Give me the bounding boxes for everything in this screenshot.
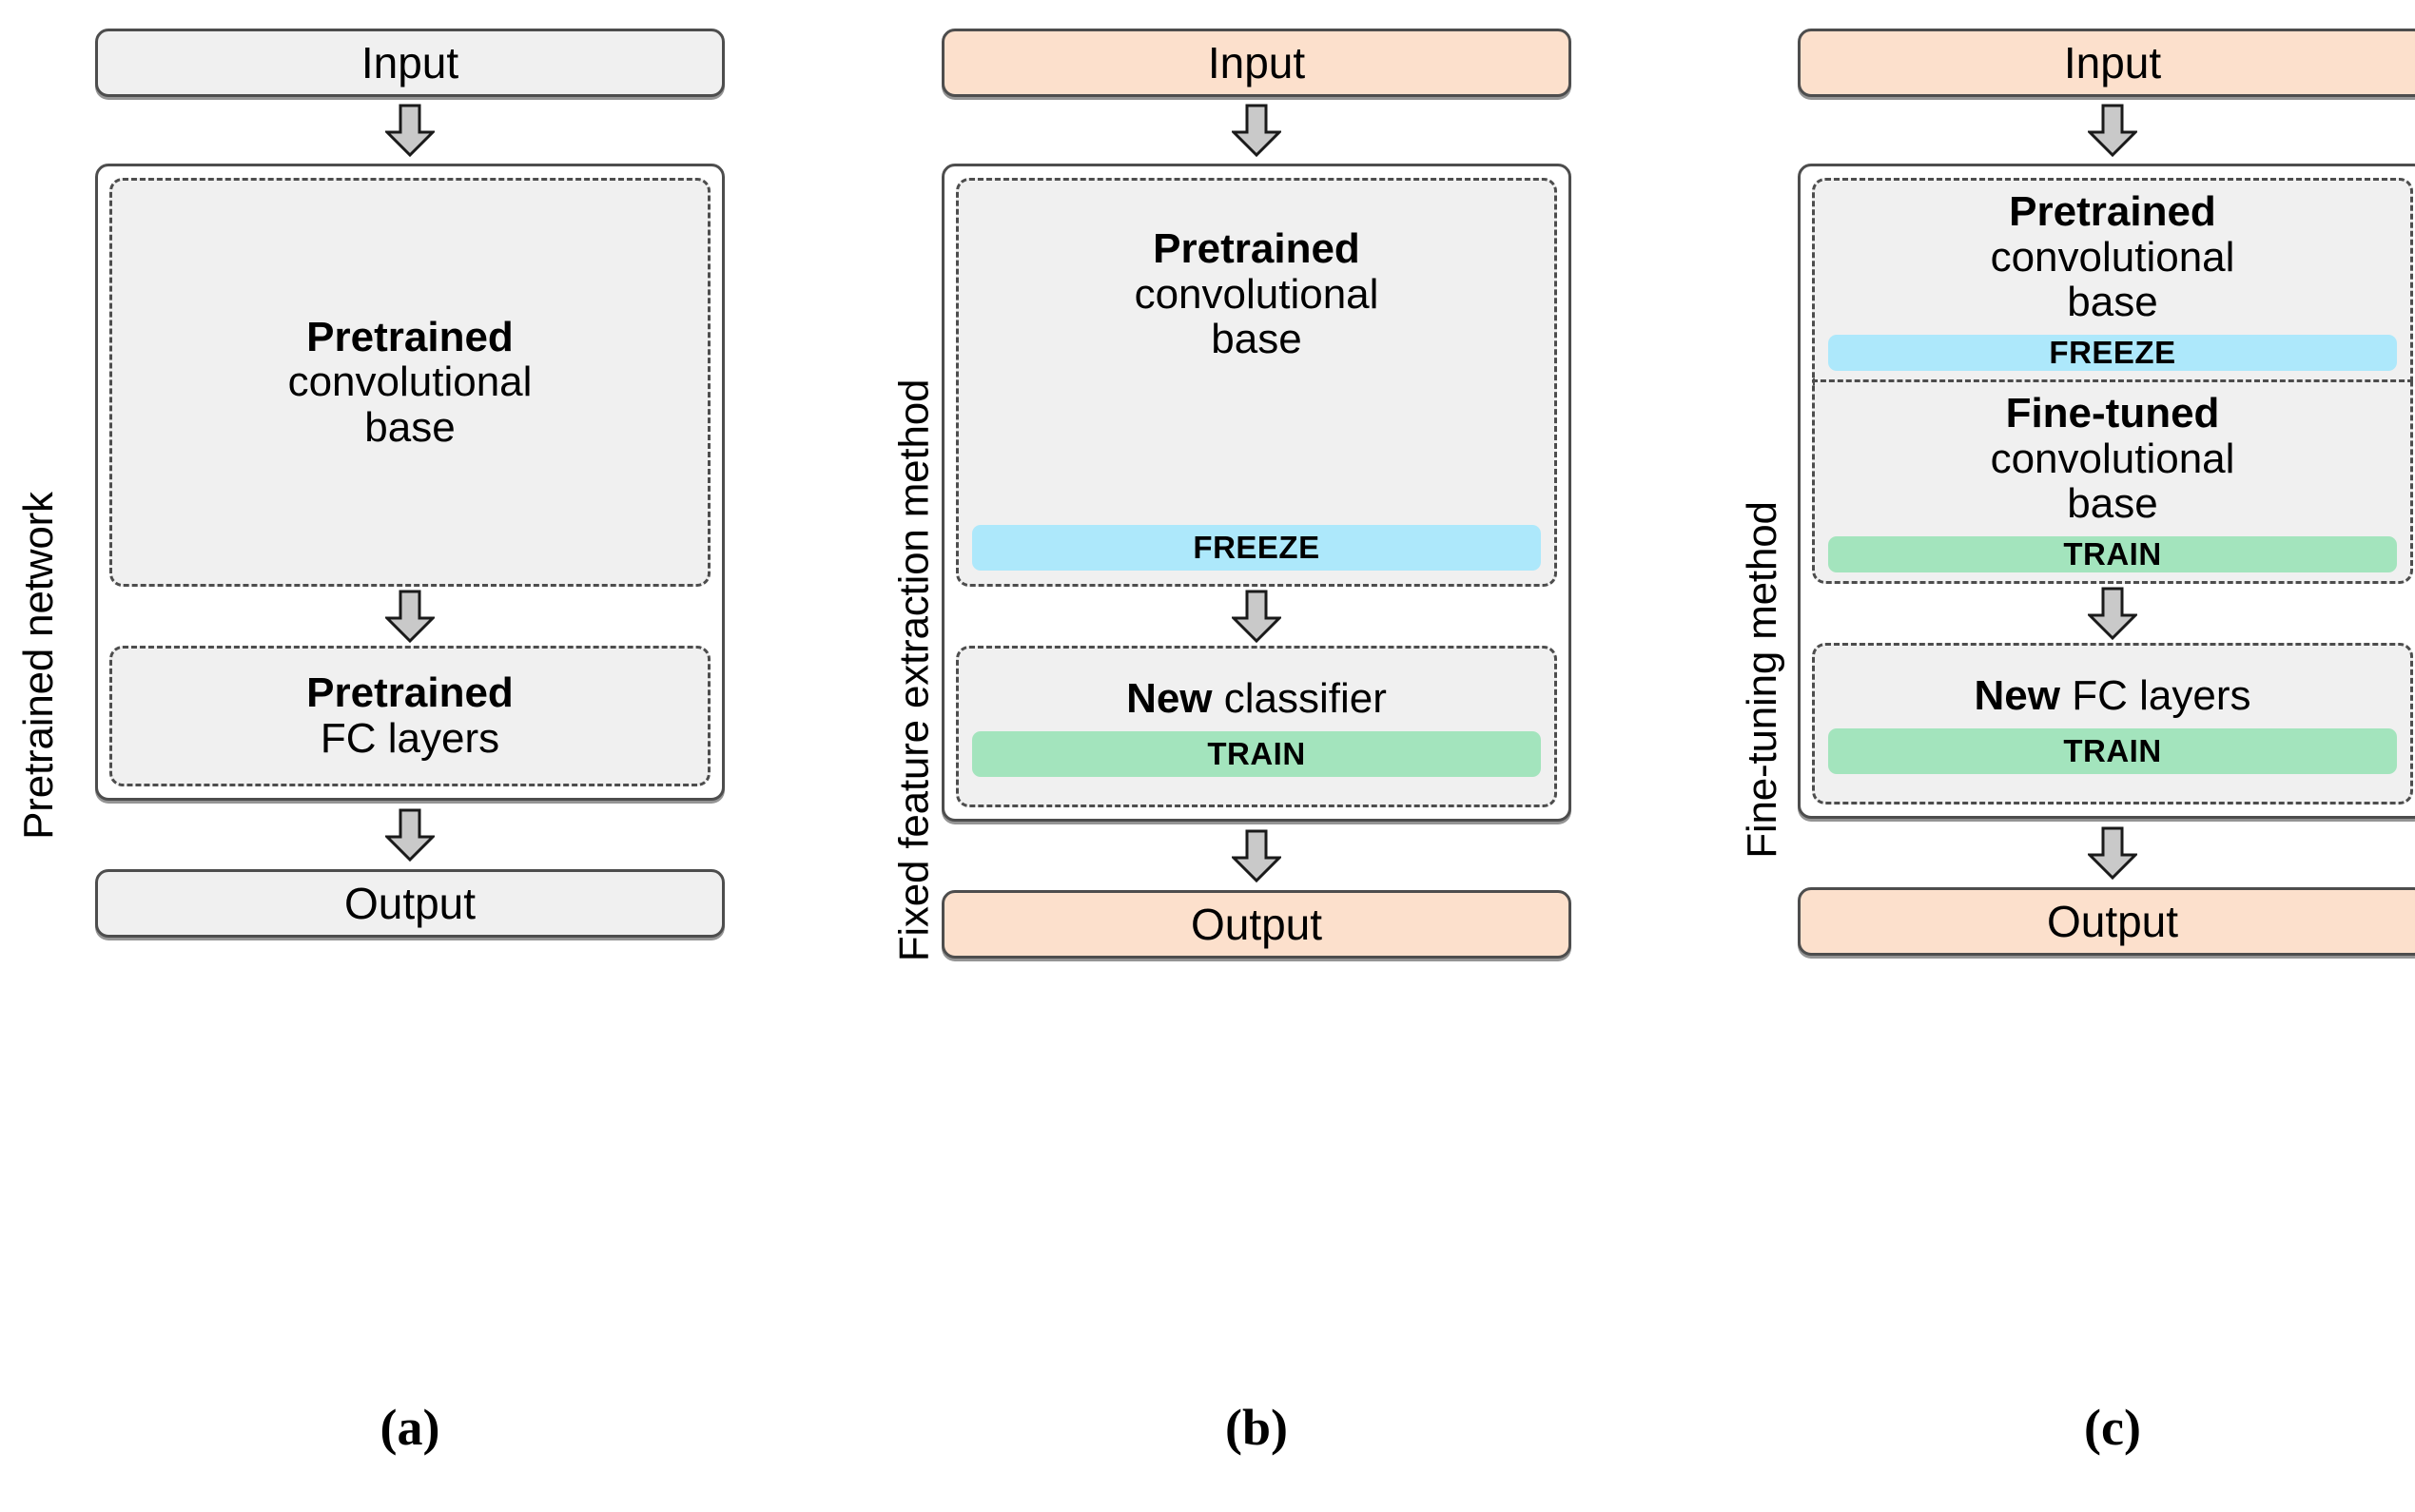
panel-a-side-label-text: Pretrained network (15, 492, 63, 840)
panel-c-arrow-2 (1812, 584, 2413, 643)
panel-a-block-2-text: Pretrained FC layers (306, 670, 514, 761)
panel-b-block-1-bold: Pretrained (1153, 225, 1360, 272)
panel-b-freeze-badge-label: FREEZE (1193, 530, 1320, 565)
panel-c-block-2-bold: Fine-tuned (2005, 390, 2220, 437)
down-block-arrow-icon (385, 590, 435, 643)
panel-c: Fine-tuning method Input Pretrained conv… (1693, 0, 2415, 1512)
panel-c-caption: (c) (2084, 1399, 2141, 1456)
panel-c-train-badge-1: TRAIN (1828, 535, 2397, 572)
panel-a-side-label: Pretrained network (6, 114, 72, 1217)
panel-c-block-3-text: New FC layers (1975, 673, 2251, 719)
panel-a-block-2-rest: FC layers (320, 715, 500, 762)
down-block-arrow-icon (2088, 104, 2137, 157)
panel-a-arrow-3 (95, 801, 725, 869)
panel-c-output-box: Output (1798, 887, 2415, 956)
panel-a-output-box: Output (95, 869, 725, 938)
panel-c-arrow-3 (1798, 819, 2415, 887)
panel-a-caption: (a) (380, 1399, 440, 1456)
panel-c-train-badge-2-label: TRAIN (2063, 732, 2162, 768)
panel-b-caption: (b) (1225, 1399, 1288, 1456)
down-block-arrow-icon (1232, 590, 1281, 643)
panel-a-arrow-2 (109, 587, 711, 646)
panel-a-input-box: Input (95, 29, 725, 97)
panel-c-freeze-badge: FREEZE (1828, 334, 2397, 371)
panel-b-input-box: Input (942, 29, 1571, 97)
panel-a-arrow-1 (95, 97, 725, 164)
panel-b: Fixed feature extraction method Input Pr… (837, 0, 1626, 1512)
panel-b-side-label-text: Fixed feature extraction method (890, 378, 938, 962)
panel-c-arrow-1 (1798, 97, 2415, 164)
panel-b-side-label: Fixed feature extraction method (881, 114, 947, 1227)
panel-a-output-label: Output (343, 879, 477, 928)
panel-c-train-badge-1-label: TRAIN (2063, 535, 2162, 572)
panel-a-block-2: Pretrained FC layers (109, 646, 711, 786)
panel-a: Pretrained network Input Pretrained conv… (0, 0, 789, 1512)
down-block-arrow-icon (385, 104, 435, 157)
panel-b-block-2-rest: classifier (1223, 675, 1387, 723)
panel-b-train-badge-label: TRAIN (1207, 735, 1306, 771)
panel-c-block-3-rest: FC layers (2072, 672, 2251, 720)
panel-b-output-box: Output (942, 890, 1571, 959)
down-block-arrow-icon (1232, 104, 1281, 157)
panel-b-arrow-3 (942, 822, 1571, 890)
panel-c-block-1-bold: Pretrained (2009, 188, 2216, 236)
panel-b-block-2-text: New classifier (1126, 676, 1387, 722)
panel-c-input-label: Input (2063, 38, 2162, 87)
panel-b-block-2-bold: New (1126, 675, 1213, 723)
down-block-arrow-icon (2088, 587, 2137, 640)
panel-b-output-label: Output (1190, 900, 1323, 949)
panel-c-input-box: Input (1798, 29, 2415, 97)
panel-c-block-3: New FC layers TRAIN (1812, 643, 2413, 804)
panel-a-input-label: Input (360, 38, 459, 87)
down-block-arrow-icon (2088, 826, 2137, 880)
panel-b-arrow-2 (956, 587, 1557, 646)
panel-a-block-2-bold: Pretrained (306, 669, 514, 717)
panel-b-block-2: New classifier TRAIN (956, 646, 1557, 807)
panel-c-side-label: Fine-tuning method (1729, 228, 1796, 1132)
down-block-arrow-icon (385, 808, 435, 862)
panel-c-output-label: Output (2046, 897, 2179, 946)
panel-a-block-1-bold: Pretrained (306, 313, 514, 360)
panel-c-freeze-badge-label: FREEZE (2049, 334, 2176, 370)
down-block-arrow-icon (1232, 829, 1281, 882)
panel-b-input-label: Input (1207, 38, 1306, 87)
panel-c-block-3-bold: New (1974, 672, 2060, 720)
panel-b-arrow-1 (942, 97, 1571, 164)
panel-c-side-label-text: Fine-tuning method (1739, 501, 1786, 859)
panel-b-freeze-badge: FREEZE (972, 525, 1541, 571)
panel-c-train-badge-2: TRAIN (1828, 727, 2397, 774)
panel-b-train-badge: TRAIN (972, 730, 1541, 777)
